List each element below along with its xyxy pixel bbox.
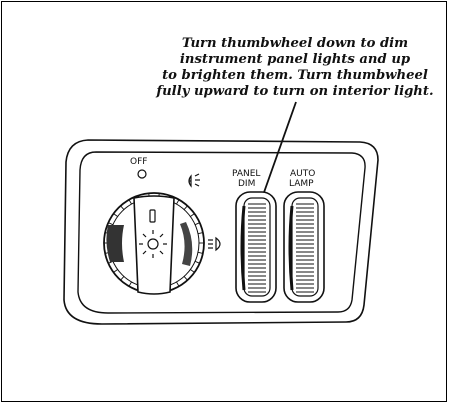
instruction-caption: Turn thumbwheel down to dim instrument p… [150, 36, 440, 100]
knob-knurl-mark [183, 276, 188, 281]
panel-dim-label-line-1: PANEL [232, 169, 260, 179]
fog-lamp-icon [208, 236, 221, 252]
knob-knurl-mark [120, 205, 125, 210]
auto-lamp-label-line-2: LAMP [289, 179, 314, 189]
knob-knurl-mark [128, 281, 132, 287]
caption-line-1: Turn thumbwheel down to dim [181, 36, 409, 51]
off-label: OFF [130, 157, 147, 167]
knob-knurl-mark [113, 269, 118, 273]
knob-knurl-mark [190, 213, 195, 217]
knob-knurl-mark [194, 260, 200, 264]
panel-dim-label-line-2: DIM [238, 179, 255, 189]
circle-icon [137, 169, 147, 179]
caption-line-4: fully upward to turn on interior light. [156, 84, 434, 99]
knob-knurl-mark [176, 281, 180, 287]
knob-knurl-mark [113, 213, 118, 217]
knob-knurl-mark [108, 222, 114, 226]
panel-dim-thumbwheel[interactable] [235, 191, 277, 303]
knob-knurl-mark [190, 269, 195, 273]
caption-line-2: instrument panel lights and up [179, 52, 411, 67]
headlamp-rotary-knob[interactable] [103, 192, 205, 295]
knob-knurl-mark [128, 199, 132, 205]
auto-lamp-thumbwheel[interactable] [283, 191, 325, 303]
knob-knurl-mark [197, 232, 204, 235]
auto-lamp-label-line-1: AUTO [290, 169, 315, 179]
callout-arrow-line [261, 101, 297, 199]
caption-line-3: to brighten them. Turn thumbwheel [162, 68, 428, 83]
headlamp-icon [139, 230, 167, 258]
knob-knurl-mark [176, 199, 180, 205]
knob-knurl-mark [183, 205, 188, 210]
knob-knurl-mark [120, 276, 125, 281]
knob-knurl-mark [194, 222, 200, 226]
knob-knurl-mark [197, 251, 204, 254]
parking-lamp-icon [188, 173, 200, 188]
